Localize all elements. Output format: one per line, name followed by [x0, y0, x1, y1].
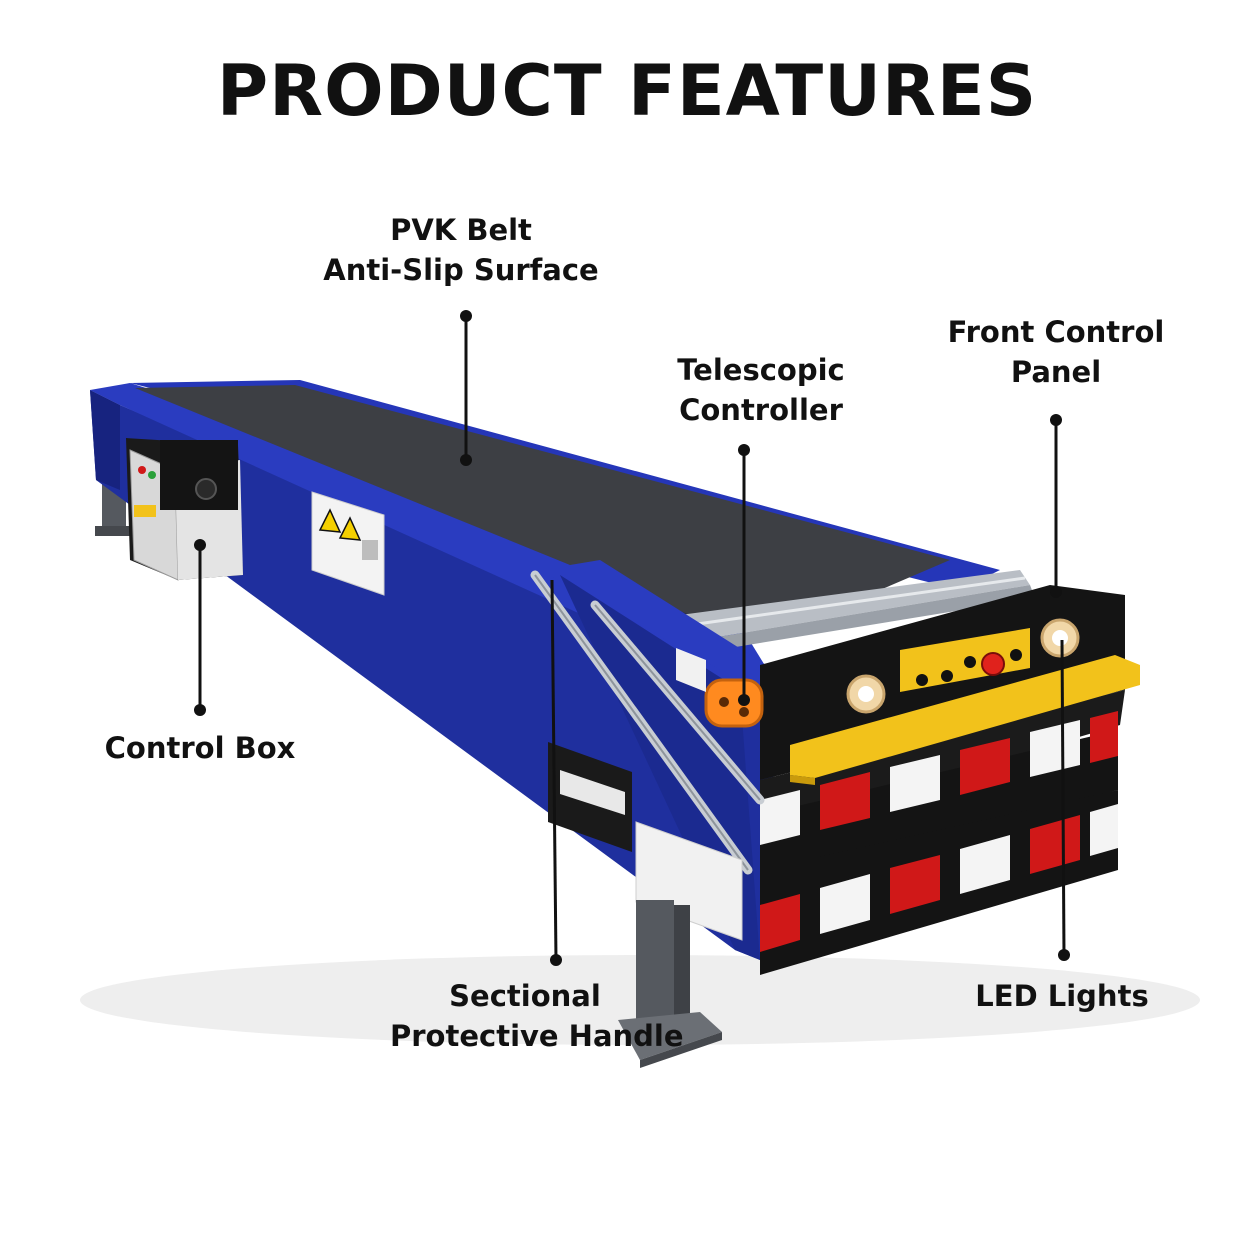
callout-belt-line1: PVK Belt [390, 213, 532, 247]
callout-handle: Sectional Protective Handle [390, 976, 684, 1056]
panel-button [916, 674, 928, 686]
callout-front-line1: Front Control [947, 315, 1165, 349]
led-light-icon [1040, 618, 1080, 658]
callout-telescopic-line2: Controller [679, 393, 843, 427]
front-rollers [680, 570, 1035, 652]
warning-icon [318, 508, 342, 533]
front-bumper [790, 655, 1140, 778]
page-title: PRODUCT FEATURES [216, 50, 1038, 132]
reflective-stripes-lower [760, 790, 1118, 975]
callout-led: LED Lights [962, 976, 1162, 1016]
control-box [126, 438, 243, 581]
power-button-icon [195, 478, 217, 500]
belt-surface [135, 385, 950, 615]
warning-icon [338, 516, 362, 541]
front-leg [618, 900, 722, 1068]
panel-button [964, 656, 976, 668]
led-light-icon [846, 674, 886, 714]
stop-button [981, 652, 1005, 676]
callout-control-box: Control Box [80, 728, 320, 768]
panel-button [1010, 649, 1022, 661]
callout-handle-line1: Sectional [449, 979, 601, 1013]
protective-handle [530, 570, 765, 875]
callout-handle-line2: Protective Handle [390, 1019, 684, 1053]
frame-rear-end [90, 390, 120, 490]
callout-belt-line2: Anti-Slip Surface [323, 253, 599, 287]
callout-belt: PVK Belt Anti-Slip Surface [296, 210, 626, 290]
front-top-plate [540, 560, 790, 700]
callout-led-line1: LED Lights [975, 979, 1149, 1013]
reflective-stripes-upper [760, 711, 1118, 885]
callout-front-panel: Front Control Panel [926, 312, 1186, 392]
panel-button [941, 670, 953, 682]
callout-telescopic-line1: Telescopic [677, 353, 845, 387]
callout-leaders [194, 310, 1070, 966]
callout-front-line2: Panel [1010, 355, 1102, 389]
telescopic-controller [704, 678, 764, 728]
callout-control-line1: Control Box [104, 731, 296, 765]
warning-label [311, 491, 385, 596]
callout-telescopic: Telescopic Controller [636, 350, 886, 430]
